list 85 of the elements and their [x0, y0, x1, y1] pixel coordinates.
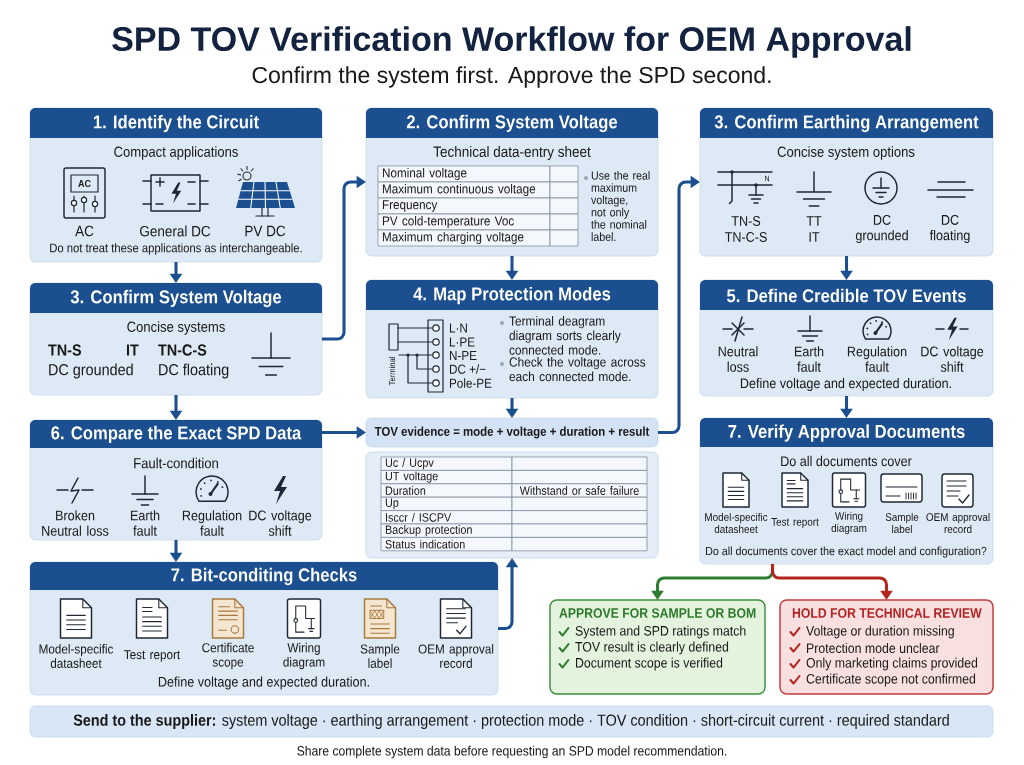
icon-caption: Test report — [771, 518, 819, 528]
icon-caption: TN-C-S — [724, 232, 767, 242]
table-cell: Isccr / ISCPV — [380, 510, 513, 525]
note: Define voltage and expected duration. — [158, 676, 369, 690]
table-cell: Up — [380, 496, 513, 511]
caption: Share complete system data before requesting an SPD model recommendation. — [297, 745, 727, 759]
icon-caption: Earth fault — [795, 346, 824, 372]
icon-caption: General DC — [140, 225, 211, 237]
icon-caption: DC voltage shift — [249, 510, 312, 536]
table-cell: Withstand or safe failure — [511, 483, 648, 498]
note: Do all documents cover the exact model and configuration? — [706, 546, 987, 558]
bullet-text: Check the voltage across each connected mode. — [509, 357, 646, 382]
icon-caption: Model-specific datasheet — [39, 644, 114, 668]
banner-box: Send to the supplier: system voltage · earthing arrangement · protection mode · TOV condition · short-circuit current · required standard — [29, 705, 994, 738]
checklist-item: Only marketing claims provided — [806, 657, 978, 671]
meter-label: AC — [78, 179, 91, 188]
icon-caption: Certificate scope — [202, 642, 254, 670]
system-name: IT — [126, 344, 139, 356]
icon-caption: Wiring diagram — [283, 642, 325, 670]
table-cell: Backup protection — [380, 523, 513, 538]
icon-caption: Regulation fault — [182, 510, 242, 536]
table-cell: Status indication — [380, 537, 513, 552]
terminal-label: DC +/− — [449, 364, 486, 374]
system-name: TN-C-S — [158, 344, 207, 356]
icon-caption: TN-S — [731, 216, 761, 226]
terminal-label: N-PE — [449, 351, 477, 360]
icon-caption: DC grounded — [855, 214, 908, 244]
icon-caption: Neutral loss — [718, 346, 758, 372]
terminal-label: L·PE — [449, 337, 475, 347]
header-bar: 4. Map Protection Modes — [366, 280, 658, 310]
wire-label: N — [765, 175, 769, 182]
header-bar: 7. Bit-conditing Checks — [30, 562, 498, 590]
icon-caption: Test report — [124, 650, 181, 662]
checklist-item: Certificate scope not confirmed — [806, 673, 976, 687]
table-cell: Duration — [380, 483, 513, 498]
checklist-item: Document scope is verified — [576, 657, 723, 671]
icon-caption: DC floating — [929, 214, 970, 244]
system-name: TN-S — [48, 344, 82, 356]
icon-caption: Wiring diagram — [831, 511, 867, 535]
icon-caption: DC voltage shift — [921, 346, 984, 372]
bullet-text: Terminal deagram diagram sorts clearly connected mode. — [509, 316, 621, 355]
icon-caption: Broken Neutral loss — [42, 510, 109, 536]
icon-caption: Sample label — [360, 644, 400, 668]
system-name: DC grounded — [49, 363, 133, 379]
header-bar: 7. Verify Approval Documents — [700, 418, 993, 447]
icon-caption: TT — [806, 216, 822, 226]
table-cell: Uc / Ucpv — [380, 456, 513, 471]
note: Define voltage and expected duration. — [740, 377, 951, 391]
icon-caption: AC — [75, 225, 94, 237]
outcome-title: APPROVE FOR SAMPLE OR BOM — [559, 608, 756, 618]
icon-caption: IT — [809, 232, 820, 242]
system-name: DC floating — [159, 363, 229, 379]
icon-caption: OEM approval record — [926, 512, 990, 534]
outcome-title: HOLD FOR TECHNICAL REVIEW — [792, 608, 982, 618]
header-bar: 3. Confirm System Voltage — [30, 283, 322, 313]
checklist-item: Protection mode unclear — [807, 642, 940, 653]
terminal-label: Pole-PE — [449, 378, 492, 388]
header-bar: 1. Identify the Circuit — [30, 108, 322, 138]
subheading: Concise system options — [777, 146, 915, 160]
note: Do not treat these applications as interchangeable. — [50, 243, 302, 255]
checklist-item: Voltage or duration missing — [806, 625, 954, 639]
header-bar: 2. Confirm System Voltage — [366, 108, 658, 138]
checklist-item: TOV result is clearly defined — [575, 641, 729, 655]
icon-caption: Sample label — [885, 512, 919, 534]
subheading: Compact applications — [114, 146, 238, 160]
bullet-text: Use the real maximum voltage, not only the nominal label. — [591, 171, 650, 241]
header-bar: 6. Compare the Exact SPD Data — [30, 420, 322, 448]
header-bar: 5. Define Credible TOV Events — [700, 280, 993, 310]
rotated-label: Terminal — [388, 357, 396, 386]
icon-caption: Regulation fault — [847, 346, 907, 372]
subheading: Do all documents cover — [781, 455, 912, 467]
icon-caption: Earth fault — [130, 510, 160, 536]
header-bar: 3. Confirm Earthing Arrangement — [700, 108, 993, 138]
subheading: Concise systems — [127, 321, 225, 335]
checklist-item: System and SPD ratings match — [575, 625, 746, 639]
icon-caption: OEM approval record — [418, 644, 494, 668]
terminal-label: L·N — [449, 323, 467, 333]
subheading: Fault-condition — [134, 457, 218, 469]
subheading: Technical data-entry sheet — [433, 146, 591, 160]
subtitle: Confirm the system first. Approve the SPD second. — [252, 66, 771, 88]
summary-box: TOV evidence = mode + voltage + duration + result — [365, 417, 659, 448]
icon-caption: Model-specific datasheet — [705, 512, 768, 534]
table-cell: UT voltage — [380, 470, 513, 485]
title: SPD TOV Verification Workflow for OEM Approval — [112, 26, 911, 58]
icon-caption: PV DC — [245, 225, 286, 237]
